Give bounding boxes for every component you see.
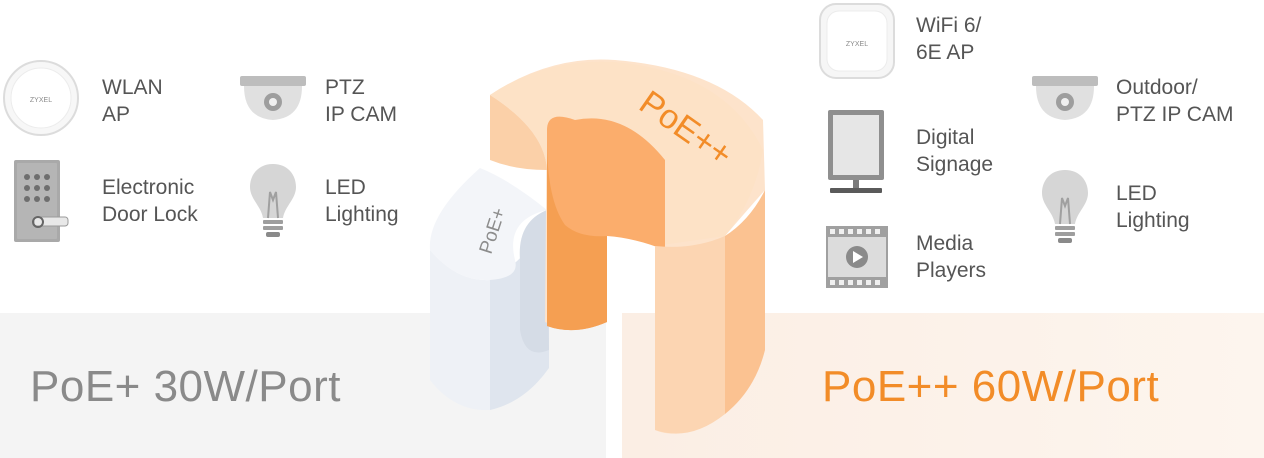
door-lock-icon [14, 160, 70, 249]
device-label-wifi6-ap: WiFi 6/ 6E AP [916, 14, 982, 64]
media-player-icon [826, 226, 888, 293]
poe-plus-title: PoE+ 30W/Port [30, 362, 341, 411]
outdoor-camera-icon [1032, 76, 1098, 127]
ap-logo-text: ZYXEL [30, 97, 52, 104]
device-label-media-players: Media Players [916, 232, 987, 282]
device-label-wlan-ap: WLAN AP [102, 76, 163, 126]
ptz-camera-icon [240, 76, 306, 127]
wlan-ap-icon: ZYXEL [2, 58, 80, 143]
device-label-led-lighting-left: LED Lighting [325, 176, 399, 226]
light-bulb-icon [1040, 168, 1090, 251]
device-label-door-lock: Electronic Door Lock [102, 176, 198, 226]
device-label-ptz-ip-cam: PTZ IP CAM [325, 76, 397, 126]
digital-signage-icon [826, 110, 888, 199]
poe-cylinders-graphic: PoE+ PoE++ [425, 50, 785, 455]
ap-logo-text: ZYXEL [846, 41, 868, 48]
device-label-outdoor-ptz-cam: Outdoor/ PTZ IP CAM [1116, 76, 1234, 126]
device-label-led-lighting-right: LED Lighting [1116, 182, 1190, 232]
wifi6-ap-icon: ZYXEL [818, 2, 896, 85]
light-bulb-icon [248, 162, 298, 245]
device-label-digital-signage: Digital Signage [916, 126, 994, 176]
poe-plus-plus-title: PoE++ 60W/Port [822, 362, 1160, 411]
